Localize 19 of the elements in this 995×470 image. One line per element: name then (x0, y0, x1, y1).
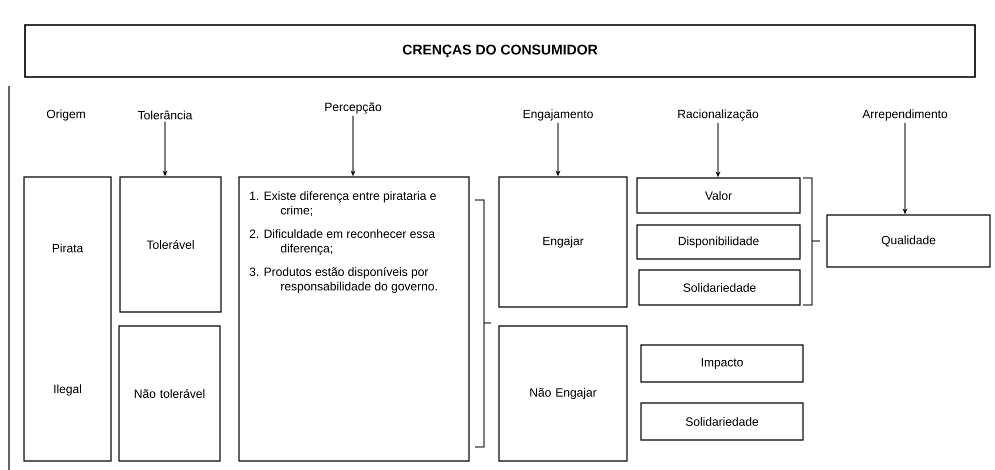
list-box: 1. Existe diferença entre pirataria e crime; 2. Dificuldade em reconhecer essa diferença; 3. Produtos estão disponíveis por responsabilidade do governo. (238, 176, 470, 462)
category-box: Não tolerável (118, 325, 221, 462)
category-box: Pirata Ilegal (23, 176, 112, 462)
category-box: Valor (636, 177, 801, 214)
category-box: Qualidade (826, 214, 991, 268)
title-box: CRENÇAS DO CONSUMIDOR (24, 24, 976, 78)
column-heading: Racionalização (678, 109, 758, 121)
category-box: Tolerável (119, 176, 222, 313)
column-heading: Tolerância (138, 110, 192, 120)
column-heading: Origem (46, 109, 85, 121)
category-box: Não Engajar (498, 325, 628, 462)
category-box: Disponibilidade (636, 224, 801, 260)
category-box: Solidariedade (640, 402, 804, 441)
category-box: Solidariedade (638, 269, 801, 306)
column-heading: Engajamento (524, 109, 593, 121)
column-heading: Arrependimento (862, 109, 948, 121)
category-box: Engajar (498, 176, 628, 308)
category-box: Impacto (640, 344, 804, 383)
column-heading: Percepção (325, 102, 382, 114)
